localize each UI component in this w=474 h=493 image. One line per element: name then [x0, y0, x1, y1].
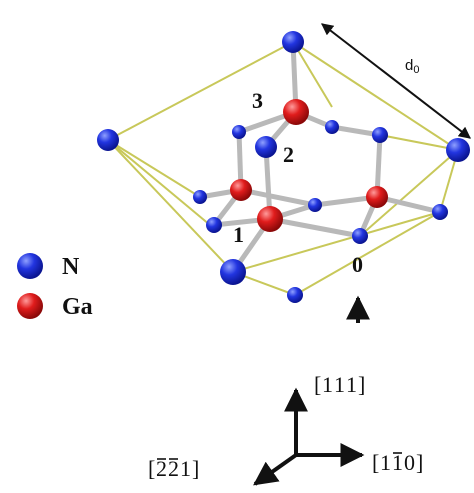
nitrogen-atom	[352, 228, 368, 244]
nitrogen-atom	[206, 217, 222, 233]
gallium-atom-site-3	[283, 99, 309, 125]
site-label-2: 2	[283, 142, 294, 167]
direction-digit: 1	[346, 372, 357, 397]
direction-bracket: [	[314, 372, 321, 397]
gallium-atom-site-1	[257, 206, 283, 232]
distance-arrow	[321, 23, 471, 139]
direction-digit: 1	[322, 372, 333, 397]
unit-cell-edges	[107, 41, 459, 296]
legend-label-nitrogen: N	[62, 254, 80, 280]
distance-label: d0	[405, 57, 419, 76]
nitrogen-atom-site-0	[220, 259, 246, 285]
direction-digit: 1	[180, 456, 191, 481]
legend-gallium-icon	[17, 293, 43, 319]
nitrogen-atom	[193, 190, 207, 204]
nitrogen-atom-site-2	[255, 136, 277, 158]
nitrogen-atom	[372, 127, 388, 143]
legend-label-gallium: Ga	[62, 294, 93, 320]
direction-digit: 1	[392, 450, 403, 475]
direction-digit: 0	[404, 450, 415, 475]
site-label-0: 0	[352, 252, 363, 277]
site-label-1: 1	[233, 222, 244, 247]
direction-digit: 2	[156, 456, 167, 481]
nitrogen-atom	[287, 287, 303, 303]
nitrogen-atom	[446, 138, 470, 162]
direction-digit: 1	[334, 372, 345, 397]
direction-bracket: ]	[192, 456, 199, 481]
direction-digit: 1	[380, 450, 391, 475]
nitrogen-atom	[282, 31, 304, 53]
direction-digit: 2	[168, 456, 179, 481]
legend-nitrogen-icon	[17, 253, 43, 279]
legend: N Ga	[17, 253, 93, 320]
nitrogen-atom	[325, 120, 339, 134]
nitrogen-atom	[432, 204, 448, 220]
nitrogen-atom	[232, 125, 246, 139]
gallium-atom	[230, 179, 252, 201]
direction-bracket: [	[148, 456, 155, 481]
nitrogen-atom	[308, 198, 322, 212]
nitrogen-atom	[97, 129, 119, 151]
direction-bracket: [	[372, 450, 379, 475]
gallium-atom	[366, 186, 388, 208]
direction-bracket: ]	[416, 450, 423, 475]
direction-bracket: ]	[358, 372, 365, 397]
site-label-3: 3	[252, 88, 263, 113]
axis-arrow-left	[253, 453, 298, 486]
